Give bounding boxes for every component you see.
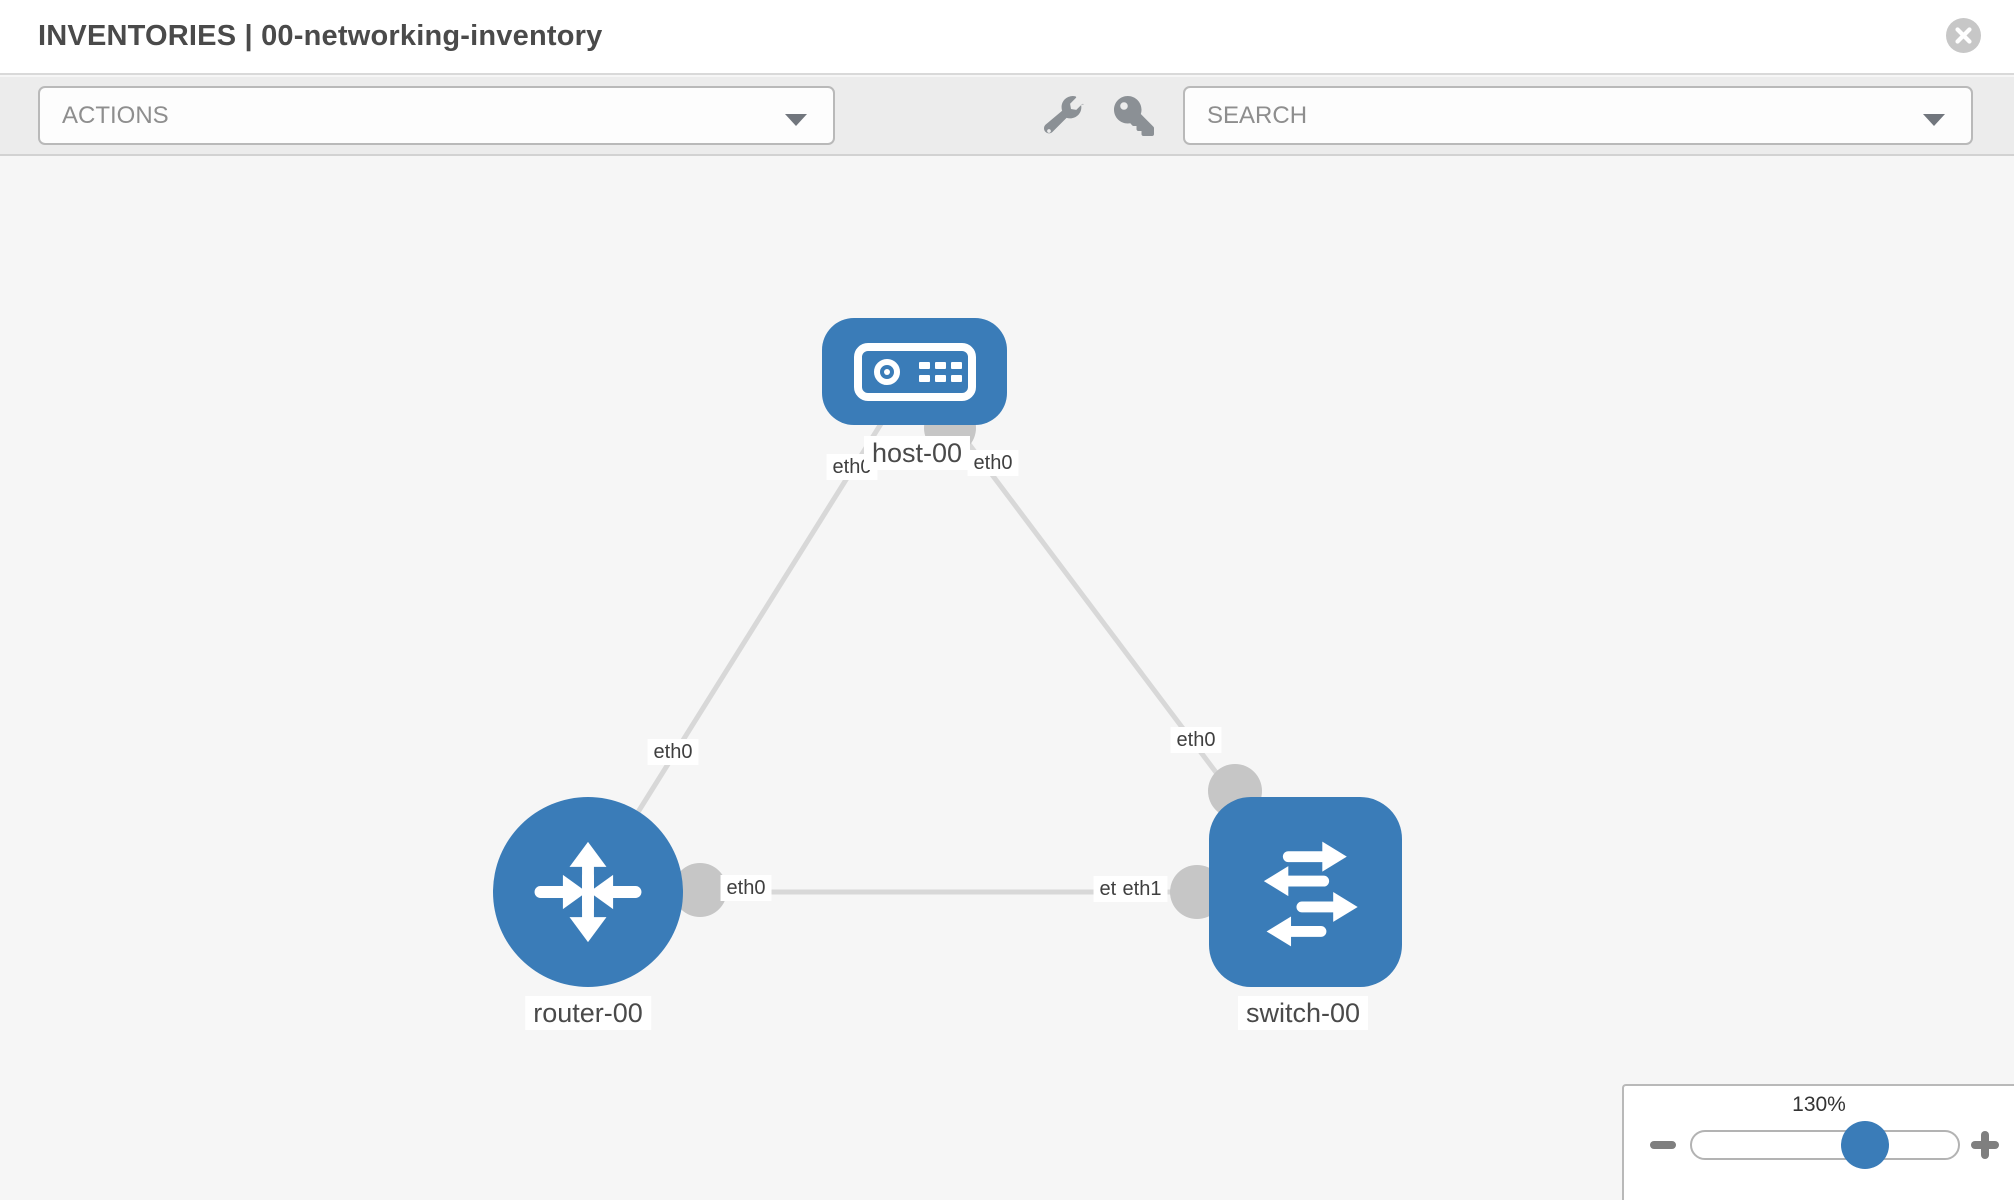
zoom-in-button[interactable] xyxy=(1968,1130,2002,1160)
switch-icon xyxy=(1263,841,1358,947)
topology-canvas[interactable]: eth0 eth0 eth0 eth0 eth0 eth0 eth1 host-… xyxy=(0,157,2014,1200)
node-label-router-00: router-00 xyxy=(525,996,651,1030)
iface-label-router-eth0-top: eth0 xyxy=(647,739,699,765)
zoom-out-button[interactable] xyxy=(1646,1130,1680,1160)
toolbar: ACTIONS SEARCH xyxy=(0,77,2014,156)
close-button[interactable] xyxy=(1946,18,1981,53)
plus-icon xyxy=(1971,1131,1999,1159)
zoom-slider-thumb[interactable] xyxy=(1841,1121,1889,1169)
node-switch-00[interactable] xyxy=(1209,797,1402,987)
minus-icon xyxy=(1650,1141,1676,1149)
run-command-button[interactable] xyxy=(1043,96,1084,136)
router-icon xyxy=(534,841,642,943)
search-placeholder: SEARCH xyxy=(1207,101,1308,129)
node-router-00[interactable] xyxy=(493,797,683,987)
host-icon xyxy=(853,342,976,401)
credentials-button[interactable] xyxy=(1114,96,1154,136)
topology-links-layer xyxy=(585,369,1308,919)
chevron-down-icon xyxy=(1923,114,1945,126)
iface-label-router-eth0-right: eth0 xyxy=(720,875,772,901)
actions-dropdown-label: ACTIONS xyxy=(62,101,169,129)
iface-label-host-eth0-right: eth0 xyxy=(967,450,1019,476)
page-title: INVENTORIES | 00-networking-inventory xyxy=(38,20,603,52)
iface-label-switch-eth1-left: eth1 xyxy=(1116,876,1168,902)
actions-dropdown[interactable]: ACTIONS xyxy=(38,86,835,145)
key-icon xyxy=(1114,96,1154,136)
zoom-level-value: 130% xyxy=(1792,1093,1846,1116)
iface-label-switch-eth0-top: eth0 xyxy=(1170,727,1222,753)
zoom-slider-track[interactable] xyxy=(1690,1130,1960,1160)
close-icon xyxy=(1955,27,1972,44)
zoom-control-panel: 130% xyxy=(1622,1084,2014,1200)
node-host-00[interactable] xyxy=(822,318,1007,425)
wrench-icon xyxy=(1043,96,1084,134)
node-label-host-00: host-00 xyxy=(863,436,971,470)
node-label-switch-00: switch-00 xyxy=(1237,996,1369,1030)
search-dropdown[interactable]: SEARCH xyxy=(1183,86,1973,145)
chevron-down-icon xyxy=(785,114,807,126)
header: INVENTORIES | 00-networking-inventory xyxy=(0,0,2014,75)
port-router-eth0 xyxy=(673,863,727,917)
